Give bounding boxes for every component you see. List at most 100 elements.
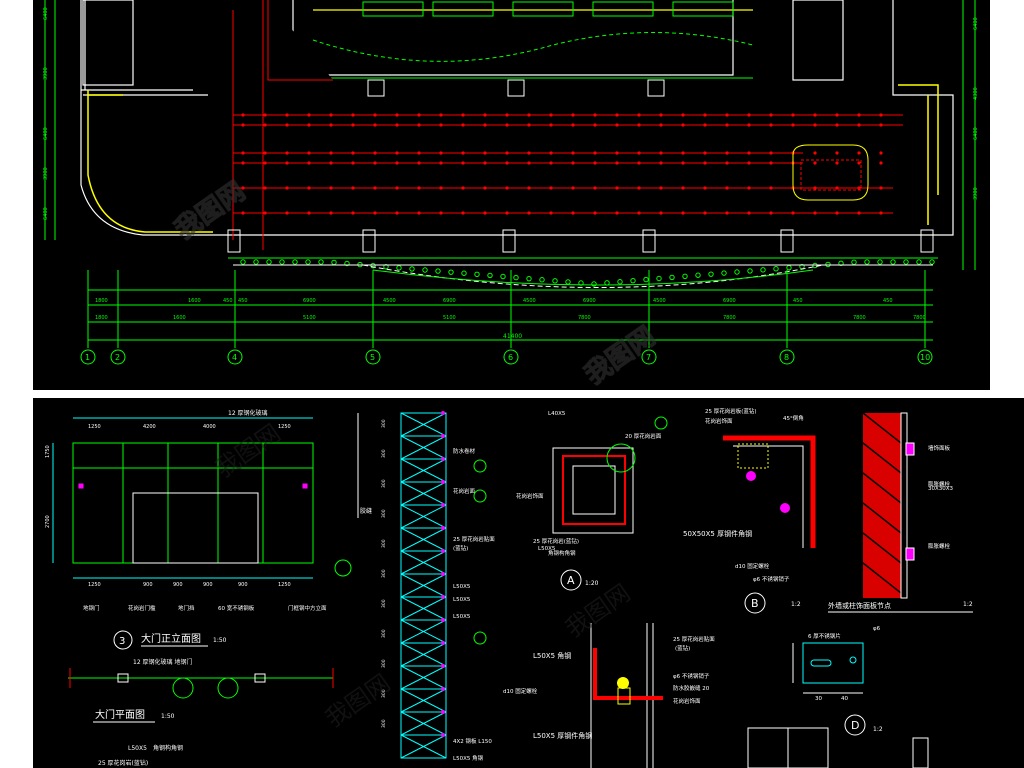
luminaire-dot [747,186,751,190]
luminaire-dot [263,151,267,155]
luminaire-dot [487,272,493,279]
axis-marker-circle [779,349,795,365]
luminaire-dot [769,186,773,190]
detail-label: 墙饰面板 [928,444,951,452]
dim-label: 6400 [43,207,49,220]
note-label: 花岗岩门槛 [128,604,156,612]
luminaire-dot [329,211,333,215]
luminaire-dot [571,211,575,215]
detail-label: 45°倒角 [783,414,804,422]
svg-text:300: 300 [381,569,387,578]
luminaire-dot [513,274,519,281]
luminaire-dot [395,113,399,117]
note-label: 60 宽不锈钢板 [218,604,255,612]
luminaire-dot [890,259,896,265]
detail-label: L50X5 厚钢件角钢 [533,731,592,740]
luminaire-dot [703,123,707,127]
luminaire-dot [929,259,935,265]
detail-label: 25 厚花岗岩(蓝钻) [533,537,579,545]
svg-text:我图网: 我图网 [210,419,285,483]
svg-text:300: 300 [381,479,387,488]
luminaire-dot [615,186,619,190]
dim-label: 1600 [173,315,186,321]
luminaire-dot [351,123,355,127]
luminaire-dot [395,123,399,127]
luminaire-dot [285,113,289,117]
axis-marker-circle [503,349,519,365]
luminaire-dot [263,113,267,117]
column-label: 4X2 钢板 L150 [453,737,492,745]
luminaire-dot [571,151,575,155]
luminaire-dot [773,266,779,272]
luminaire-dot [395,161,399,165]
luminaire-dot [659,186,663,190]
luminaire-dot [461,123,465,127]
detail-label: L50X5 [538,546,556,552]
title-number-circle [113,630,133,650]
dim-label: 450 [223,298,233,304]
axis-marker-label: 4 [232,353,237,362]
callout-circle [334,559,352,577]
svg-text:300: 300 [381,719,387,728]
luminaire-dot [703,151,707,155]
dim-label: 900 [238,582,248,588]
luminaire-dot [617,279,623,285]
luminaire-dot [734,269,740,275]
dim-label: 4500 [653,298,666,304]
luminaire-dot [279,259,285,265]
luminaire-dot [417,113,421,117]
canopy-curve [228,257,938,288]
dim-label: 1250 [88,424,101,430]
luminaire-dot [263,123,267,127]
detail-label: 花岗岩饰面 [516,492,544,500]
luminaire-dot [285,211,289,215]
luminaire-dot [857,113,861,117]
luminaire-dot [505,161,509,165]
luminaire-dot [527,123,531,127]
luminaire-dot [593,123,597,127]
axis-marker-label: 6 [508,353,513,362]
luminaire-dot [307,211,311,215]
note-label: 门框钢中方立面 [288,604,327,612]
luminaire-dot [373,123,377,127]
luminaire-dot [593,186,597,190]
luminaire-dot [549,151,553,155]
luminaire-dot [396,265,402,271]
door-plan-title: 大门平面图 [95,708,145,721]
luminaire-dot [857,161,861,165]
luminaire-dot [681,113,685,117]
note-label: 地门挡 [178,604,195,612]
dim-label: 5100 [443,315,456,321]
dim-label: 1800 [95,298,108,304]
luminaire-dot [461,151,465,155]
luminaire-dot [747,123,751,127]
luminaire-dot [526,275,532,282]
detail-label: 25 厚花岗岩板(蓝钻) [705,407,757,415]
luminaire-dot [659,123,663,127]
luminaire-dot [344,260,350,267]
luminaire-dot [474,271,480,278]
luminaire-dot [461,161,465,165]
dim-label: 1250 [278,424,291,430]
luminaire-dot [483,186,487,190]
luminaire-dot [637,123,641,127]
svg-text:300: 300 [381,629,387,638]
luminaire-dot [879,186,883,190]
luminaire-dot [285,161,289,165]
luminaire-dot [417,186,421,190]
dim-label: 900 [143,582,153,588]
wall-detail-title: 外墙或柱饰面板节点 [828,601,891,610]
luminaire-dot [539,277,545,283]
luminaire-dot [813,161,817,165]
luminaire-dot [527,186,531,190]
luminaire-dot [703,113,707,117]
dim-label: 900 [203,582,213,588]
column-label: L50X5 [453,614,471,620]
luminaire-dot [703,186,707,190]
luminaire-dot [659,113,663,117]
svg-text:胶缝: 胶缝 [360,507,372,515]
wall-detail-scale: 1:2 [963,601,973,608]
